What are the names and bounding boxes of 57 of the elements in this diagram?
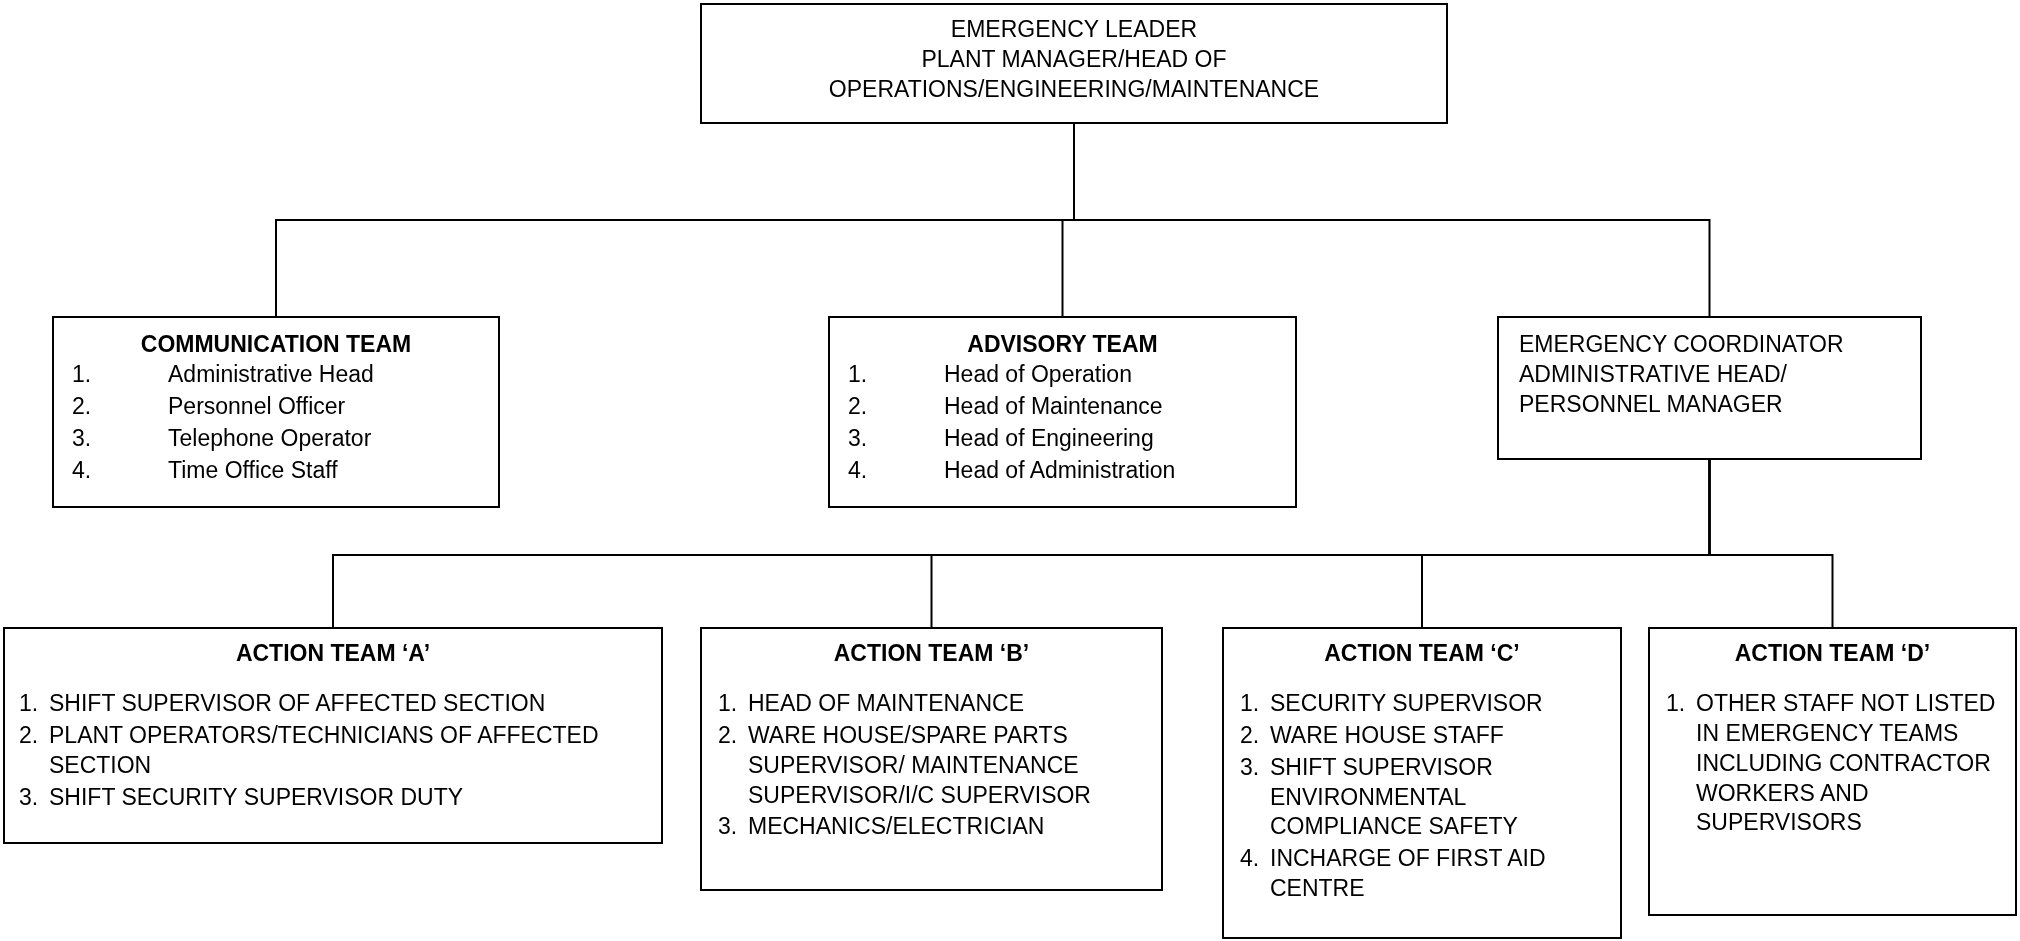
list-number: 3. — [848, 423, 869, 453]
list-item: Head of Engineering — [944, 423, 1155, 453]
role-box — [1497, 316, 1922, 460]
team-heading: ACTION TEAM ‘A’ — [234, 639, 432, 668]
list-item: Head of Administration — [944, 455, 1177, 485]
list-item: SHIFT SUPERVISOR OF AFFECTED SECTION — [49, 688, 547, 718]
list-item: SECURITY SUPERVISOR — [1270, 688, 1544, 718]
team-box — [1222, 627, 1622, 939]
list-item: MECHANICS/ELECTRICIAN — [748, 812, 1046, 842]
team-heading: ACTION TEAM ‘B’ — [832, 639, 1031, 668]
list-item: Personnel Officer — [168, 391, 347, 421]
list-number: 2. — [718, 720, 739, 750]
list-item: Administrative Head — [168, 359, 375, 389]
team-box — [52, 316, 500, 508]
list-item: Head of Operation — [944, 359, 1133, 389]
list-item: SHIFT SUPERVISOR ENVIRONMENTAL COMPLIANCE SAFETY — [1270, 752, 1519, 842]
team-box — [1648, 627, 2017, 916]
list-number: 2. — [19, 720, 40, 750]
role-box — [700, 3, 1448, 124]
list-number: 1. — [848, 359, 869, 389]
list-number: 1. — [718, 688, 739, 718]
list-item: WARE HOUSE/SPARE PARTS SUPERVISOR/ MAINTENANCE SUPERVISOR/I/C SUPERVISOR — [748, 720, 1092, 810]
list-item: OTHER STAFF NOT LISTED IN EMERGENCY TEAMS INCLUDING CONTRACTOR WORKERS AND SUPERVISORS — [1696, 688, 1997, 838]
list-number: 3. — [718, 812, 739, 842]
list-number: 2. — [848, 391, 869, 421]
team-box — [828, 316, 1297, 508]
list-item: SHIFT SECURITY SUPERVISOR DUTY — [49, 782, 465, 812]
connector-line — [1708, 459, 1834, 628]
team-heading: ACTION TEAM ‘C’ — [1323, 639, 1521, 668]
list-item: Telephone Operator — [168, 423, 373, 453]
team-box — [3, 627, 663, 844]
team-box — [700, 627, 1163, 891]
list-number: 4. — [848, 455, 869, 485]
team-heading: COMMUNICATION TEAM — [139, 330, 413, 359]
list-number: 1. — [19, 688, 40, 718]
list-number: 1. — [1240, 688, 1261, 718]
role-text: EMERGENCY COORDINATOR — [1519, 330, 1845, 359]
list-number: 4. — [1240, 844, 1261, 874]
list-item: WARE HOUSE STAFF — [1270, 720, 1505, 750]
list-number: 2. — [72, 391, 93, 421]
list-item: Time Office Staff — [168, 455, 339, 485]
list-item: HEAD OF MAINTENANCE — [748, 688, 1026, 718]
role-text: ADMINISTRATIVE HEAD/ PERSONNEL MANAGER — [1519, 359, 1788, 419]
list-number: 3. — [19, 782, 40, 812]
list-number: 4. — [72, 455, 93, 485]
role-text: PLANT MANAGER/HEAD OF OPERATIONS/ENGINEERING/MAINTENANCE — [827, 44, 1321, 104]
list-number: 1. — [1666, 688, 1687, 718]
list-item: PLANT OPERATORS/TECHNICIANS OF AFFECTED SECTION — [49, 720, 600, 780]
team-heading: ACTION TEAM ‘D’ — [1733, 639, 1932, 668]
list-number: 3. — [72, 423, 93, 453]
role-text: EMERGENCY LEADER — [949, 15, 1199, 44]
list-number: 1. — [72, 359, 93, 389]
list-item: Head of Maintenance — [944, 391, 1164, 421]
list-number: 3. — [1240, 752, 1261, 782]
list-item: INCHARGE OF FIRST AID CENTRE — [1270, 844, 1547, 904]
list-number: 2. — [1240, 720, 1261, 750]
team-heading: ADVISORY TEAM — [966, 330, 1159, 359]
